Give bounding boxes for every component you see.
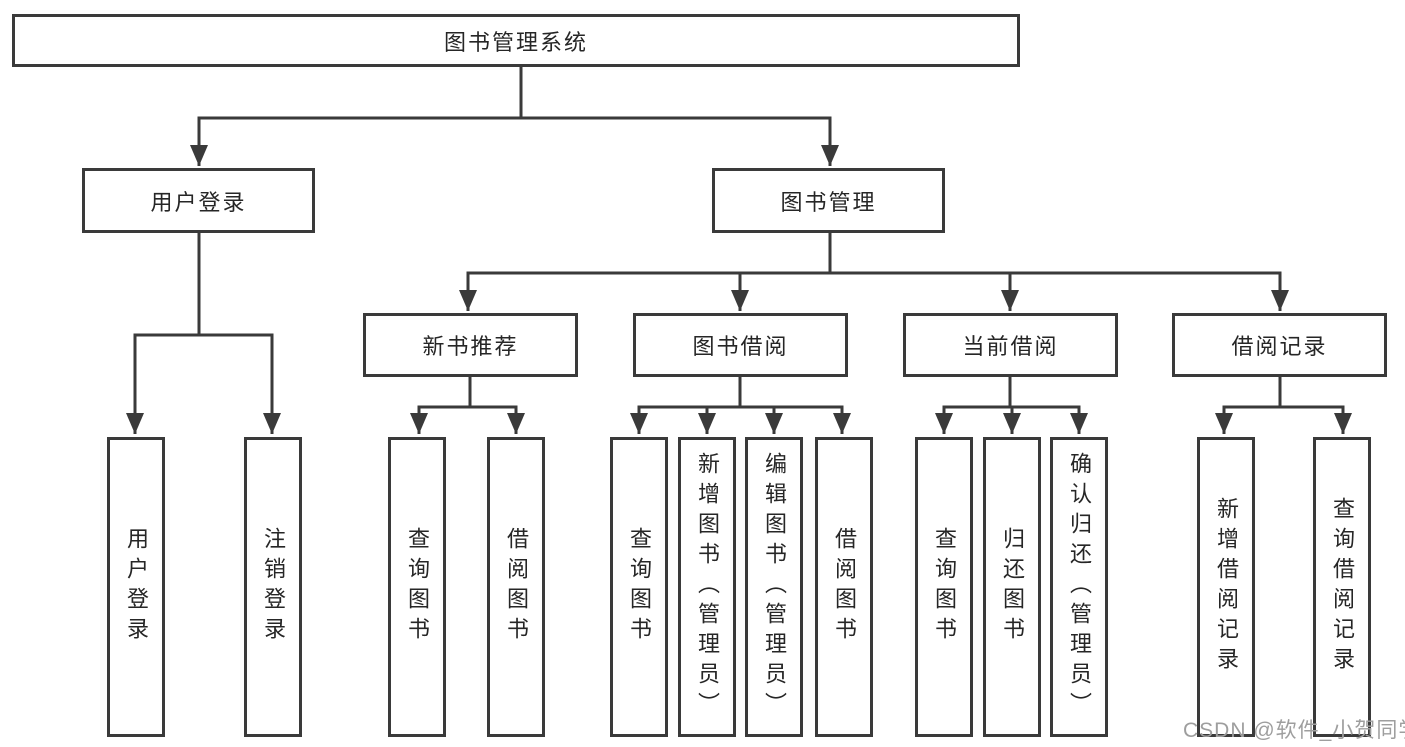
leaf-user-login: 用户登录	[107, 437, 165, 737]
node-current-borrow: 当前借阅	[903, 313, 1118, 377]
leaf-add-book-admin: 新增图书（管理员）	[678, 437, 736, 737]
leaf-query-books-recommend: 查询图书	[388, 437, 446, 737]
leaf-add-borrow-record: 新增借阅记录	[1197, 437, 1255, 737]
leaf-query-borrow-record: 查询借阅记录	[1313, 437, 1371, 737]
leaf-logout: 注销登录	[244, 437, 302, 737]
node-book-management: 图书管理	[712, 168, 945, 233]
leaf-confirm-return-admin: 确认归还（管理员）	[1050, 437, 1108, 737]
node-borrow-records: 借阅记录	[1172, 313, 1387, 377]
leaf-edit-book-admin: 编辑图书（管理员）	[745, 437, 803, 737]
node-user-login: 用户登录	[82, 168, 315, 233]
node-new-book-recommend: 新书推荐	[363, 313, 578, 377]
watermark: CSDN @软件_小贺同学	[1183, 719, 1405, 742]
leaf-query-books-current: 查询图书	[915, 437, 973, 737]
leaf-borrow-books: 借阅图书	[815, 437, 873, 737]
leaf-query-books-borrow: 查询图书	[610, 437, 668, 737]
node-root: 图书管理系统	[12, 14, 1020, 67]
leaf-borrow-books-recommend: 借阅图书	[487, 437, 545, 737]
node-book-borrow: 图书借阅	[633, 313, 848, 377]
leaf-return-book: 归还图书	[983, 437, 1041, 737]
